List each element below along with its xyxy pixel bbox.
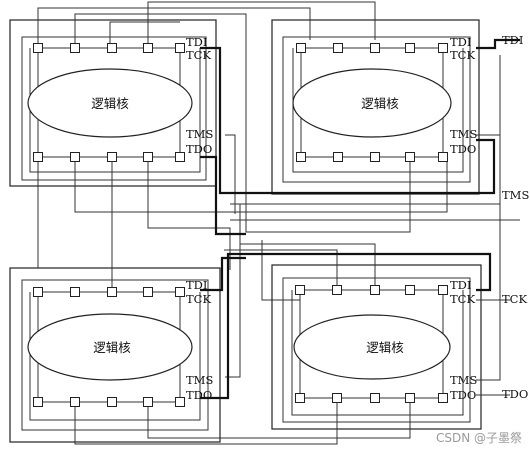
scan-cell xyxy=(438,152,448,162)
scan-cell xyxy=(405,393,415,403)
scan-cell xyxy=(405,152,415,162)
pin-tck-top-left: TCK xyxy=(186,48,211,62)
scan-cell xyxy=(332,393,342,403)
scan-cell xyxy=(107,397,117,407)
scan-cell xyxy=(370,152,380,162)
scan-cell xyxy=(175,397,185,407)
scan-cell xyxy=(370,43,380,53)
watermark-text: CSDN @子墨祭 xyxy=(436,431,522,445)
scan-cell xyxy=(295,285,305,295)
scan-cell xyxy=(175,287,185,297)
scan-cell xyxy=(70,287,80,297)
pin-tdi-bottom-right: TDI xyxy=(450,278,471,292)
scan-cell xyxy=(143,397,153,407)
interconnect-wires xyxy=(37,1,520,445)
pin-tms-bottom-right: TMS xyxy=(450,373,477,387)
pin-tdo-bottom-right: TDO xyxy=(450,388,476,402)
tap-chain-thick xyxy=(200,38,520,400)
logic-cores xyxy=(27,68,452,381)
pin-tdi-top-right: TDI xyxy=(450,35,471,49)
scan-cell xyxy=(370,393,380,403)
scan-cell xyxy=(143,152,153,162)
pin-tms-bottom-left: TMS xyxy=(186,373,213,387)
chip-top-left xyxy=(9,19,217,187)
scan-cell xyxy=(143,43,153,53)
scan-cell xyxy=(332,285,342,295)
scan-cell xyxy=(438,393,448,403)
pin-tdi-top-left: TDI xyxy=(186,35,207,49)
scan-cell xyxy=(33,43,43,53)
scan-cell xyxy=(70,152,80,162)
pin-tck-bottom-left: TCK xyxy=(186,292,211,306)
pin-tms-top-right: TMS xyxy=(450,127,477,141)
external-tms-label: TMS xyxy=(502,188,529,202)
chip-bottom-right xyxy=(271,264,482,430)
core-label-top-right: 逻辑核 xyxy=(361,96,399,111)
scan-cell xyxy=(296,152,306,162)
pin-tms-top-left: TMS xyxy=(186,127,213,141)
external-tdo-label: TDO xyxy=(502,387,528,401)
scan-cell xyxy=(107,43,117,53)
pin-tdo-top-right: TDO xyxy=(450,142,476,156)
scan-cell xyxy=(333,43,343,53)
pin-tdo-top-left: TDO xyxy=(186,142,212,156)
scan-cell xyxy=(70,43,80,53)
scan-cell xyxy=(295,393,305,403)
scan-cell xyxy=(143,287,153,297)
core-label-top-left: 逻辑核 xyxy=(91,96,129,111)
chip-bottom-left xyxy=(9,267,221,443)
scan-cell xyxy=(33,287,43,297)
pin-tck-top-right: TCK xyxy=(450,48,475,62)
scan-cell xyxy=(33,152,43,162)
pin-tdi-bottom-left: TDI xyxy=(186,278,207,292)
core-bottom-left xyxy=(27,313,193,381)
core-label-bottom-right: 逻辑核 xyxy=(366,340,404,355)
core-top-left xyxy=(27,68,193,138)
scan-cell xyxy=(33,397,43,407)
scan-cell xyxy=(175,152,185,162)
external-tck-label: TCK xyxy=(502,292,527,306)
scan-cell xyxy=(405,43,415,53)
scan-cell xyxy=(438,43,448,53)
external-tdi-label: TDI xyxy=(502,33,523,47)
boundary-scan-cells xyxy=(33,43,448,407)
scan-cell xyxy=(175,43,185,53)
scan-cell xyxy=(107,152,117,162)
scan-cell xyxy=(296,43,306,53)
pin-tck-bottom-right: TCK xyxy=(450,292,475,306)
core-top-right xyxy=(292,68,452,138)
scan-cell xyxy=(107,287,117,297)
pin-tdo-bottom-left: TDO xyxy=(186,388,212,402)
scan-cell xyxy=(370,285,380,295)
scan-cell xyxy=(405,285,415,295)
scan-cell xyxy=(438,285,448,295)
scan-cell xyxy=(333,152,343,162)
core-label-bottom-left: 逻辑核 xyxy=(93,340,131,355)
scan-cell xyxy=(70,397,80,407)
core-bottom-right xyxy=(293,314,451,380)
